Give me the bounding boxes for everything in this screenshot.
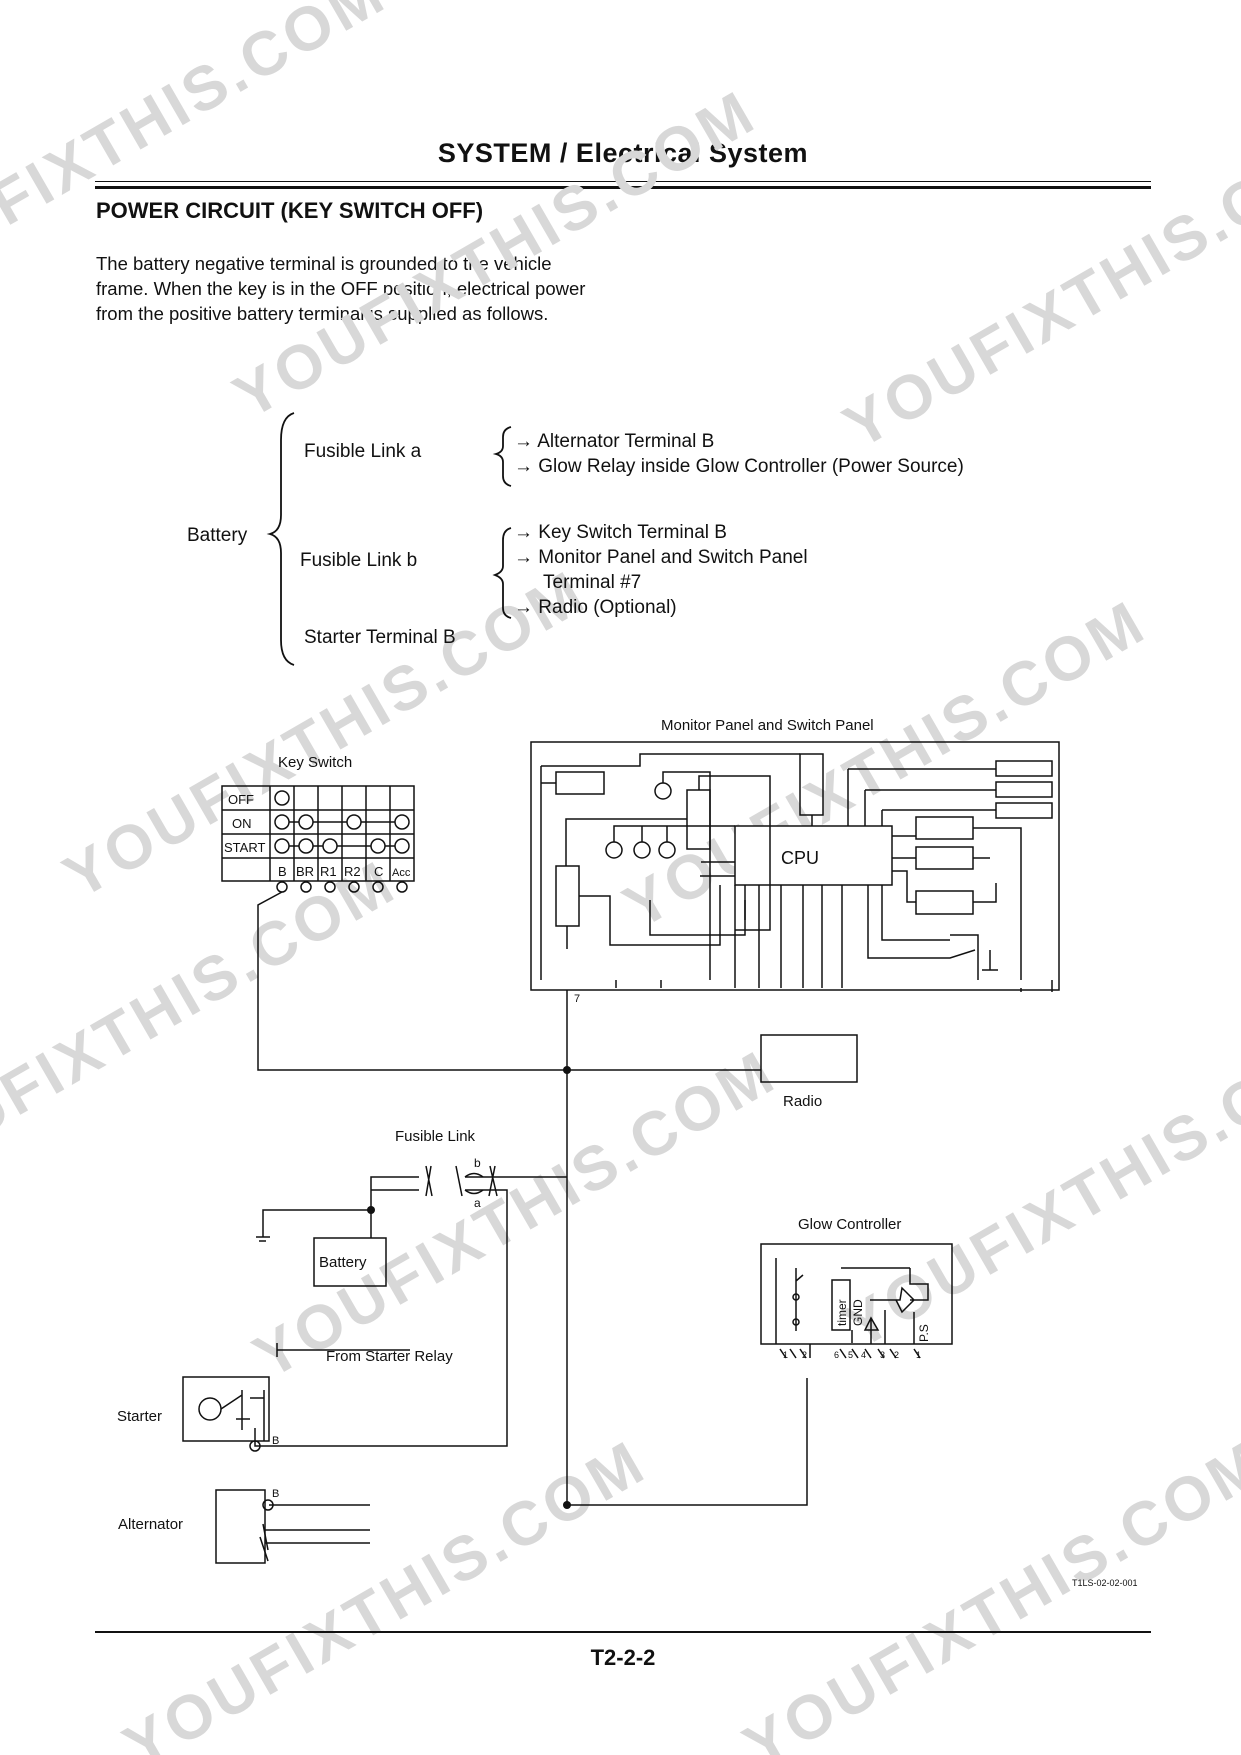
gnd-label: GND [851,1299,865,1326]
key-switch-title: Key Switch [278,754,352,771]
battery-box [313,1237,387,1287]
battery-wiring [263,1213,371,1238]
power-distribution-tree: Battery Fusible Link a Fusible Link b St… [187,412,964,666]
page-number: T2-2-2 [590,1645,656,1670]
key-switch-table [221,785,415,893]
tree-main-brace [266,412,295,666]
monitor-panel [530,741,1060,992]
watermark-text: YOUFIXTHIS.COM [243,1037,788,1392]
fusible-link-a: a [474,1196,481,1210]
terminal-7-label: 7 [574,993,580,1005]
key-col-b: B [278,864,287,879]
dest-monitor-panel: → Monitor Panel and Switch Panel [514,547,808,568]
key-col-c: C [374,864,383,879]
dest-glow-relay: → Glow Relay inside Glow Controller (Pow… [514,456,964,477]
starter-terminal-b: B [272,1435,279,1447]
starter-symbol [182,1376,270,1452]
key-col-acc: Acc [392,867,411,879]
fusible-link-a-label: Fusible Link a [304,441,422,462]
watermark-text: YOUFIXTHIS.COM [113,1427,658,1755]
main-wiring [254,891,808,1544]
alternator-symbol [215,1489,274,1564]
page-header: SYSTEM / Electrical System [437,138,809,168]
key-col-r2: R2 [344,864,361,879]
glow-controller-box [760,1243,953,1359]
from-starter-relay-label: From Starter Relay [326,1348,453,1365]
section-title: POWER CIRCUIT (KEY SWITCH OFF) [96,198,484,223]
header-rule-thick [95,186,1151,189]
glow-pin: 3 [880,1350,885,1360]
radio-box [760,1034,858,1083]
watermark-text: YOUFIXTHIS.COM [833,1007,1241,1362]
starter-label: Starter [117,1408,162,1425]
alternator-label: Alternator [118,1516,183,1533]
wire-junctions [367,1066,571,1509]
watermark-text: YOUFIXTHIS.COM [0,847,408,1202]
watermark-text: YOUFIXTHIS.COM [733,1427,1241,1755]
key-row-on: ON [232,816,252,831]
glow-pin: 1 [783,1350,788,1360]
dest-radio: → Radio (Optional) [514,597,677,618]
brace-fusible-b [492,527,512,619]
glow-pin: 1 [916,1350,921,1360]
tree-battery-label: Battery [187,525,248,546]
header-rule [95,181,1151,182]
watermark-text: YOUFIXTHIS.COM [613,587,1158,942]
dest-key-switch: → Key Switch Terminal B [514,522,727,543]
glow-controller-title: Glow Controller [798,1216,901,1233]
cpu-label: CPU [781,848,819,868]
timer-label: timer [835,1299,849,1326]
fusible-link-title: Fusible Link [395,1128,476,1145]
alternator-terminal-b: B [272,1488,279,1500]
watermark-text: YOUFIXTHIS.COM [0,0,398,312]
diagram-labels: Monitor Panel and Switch Panel CPU Key S… [117,717,1138,1588]
watermark-text: YOUFIXTHIS.COM [833,107,1241,462]
battery-label: Battery [319,1254,367,1271]
ps-label: P.S [917,1324,931,1342]
glow-pin: 4 [861,1350,866,1360]
radio-label: Radio [783,1093,822,1110]
watermark-text: YOUFIXTHIS.COM [223,77,768,432]
figure-code: T1LS-02-02-001 [1072,1578,1138,1588]
glow-pin: 6 [834,1350,839,1360]
dest-alternator: → Alternator Terminal B [514,431,714,452]
key-col-br: BR [296,864,314,879]
key-row-off: OFF [228,792,254,807]
key-row-start: START [224,840,265,855]
monitor-panel-title: Monitor Panel and Switch Panel [661,717,874,734]
fusible-link-b-label: Fusible Link b [300,550,417,571]
glow-pin: 2 [894,1350,899,1360]
fusible-link-b: b [474,1156,481,1170]
intro-paragraph: The battery negative terminal is grounde… [96,253,586,324]
glow-pin: 5 [848,1350,853,1360]
starter-terminal-b-label: Starter Terminal B [304,627,456,648]
dest-monitor-terminal: Terminal #7 [543,572,641,593]
footer-rule [95,1631,1151,1633]
glow-pin: 2 [802,1350,807,1360]
fusible-link-symbol [425,1165,498,1197]
brace-fusible-a [492,426,512,487]
key-col-r1: R1 [320,864,337,879]
